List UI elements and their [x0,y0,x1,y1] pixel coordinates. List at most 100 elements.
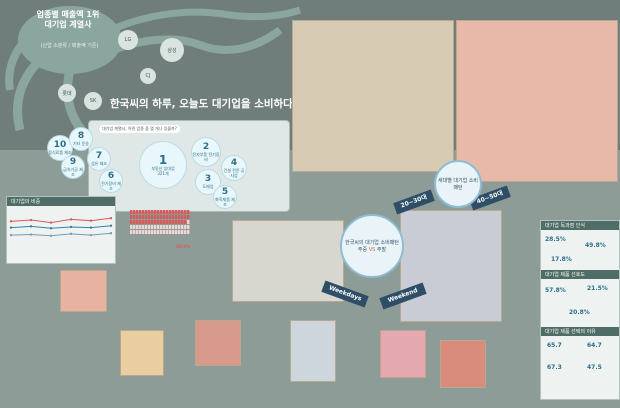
apartment-bottom [290,320,336,382]
waffle-cell [151,230,154,234]
building-mall [400,210,502,322]
waffle-cell [163,220,166,224]
waffle-cell [169,210,172,214]
monopoly-title: 대기업 독과점 인식 [541,221,619,230]
building-center [292,20,454,172]
waffle-cell [181,230,184,234]
waffle-cell [175,225,178,229]
waffle-cell [169,215,172,219]
waffle-cell [145,215,148,219]
waffle-cell [187,230,190,234]
waffle-cell [163,210,166,214]
waffle-cell [148,230,151,234]
waffle-cell [142,225,145,229]
waffle-cell [160,220,163,224]
waffle-cell [172,230,175,234]
waffle-cell [133,230,136,234]
waffle-cell [187,210,190,214]
waffle-cell [139,225,142,229]
waffle-cell [142,220,145,224]
share-line-chart [9,216,113,237]
waffle-cell [184,210,187,214]
series-point-1-1 [29,225,33,228]
waffle-cell [157,225,160,229]
waffle-cell [166,210,169,214]
waffle-cell [157,215,160,219]
waffle-cell [142,230,145,234]
share-chart-panel: 대기업의 비중 [6,196,116,264]
waffle-cell [181,210,184,214]
preference-panel: 57.8% 21.5% 20.8% [545,285,608,316]
waffle-cell [139,230,142,234]
waffle-cell [154,215,157,219]
series-point-2-5 [109,232,113,235]
waffle-cell [160,210,163,214]
shop-right [440,340,486,388]
waffle-cell [169,230,172,234]
waffle-cell [187,225,190,229]
headline: 한국씨의 하루, 오늘도 대기업을 소비하다 [110,98,293,110]
weekend-tag: 주말 [376,247,387,253]
waffle-cell [184,225,187,229]
series-line-0 [10,217,112,224]
waffle-cell [175,230,178,234]
share-chart-title: 대기업의 비중 [7,197,115,206]
waffle-cell [163,215,166,219]
industry-panel: 대기업 계열사, 어떤 업종 중 몇 개나 있을까? [88,120,290,212]
waffle-cell [175,210,178,214]
waffle-cell [178,230,181,234]
series-point-0-4 [89,219,93,222]
waffle-cell [154,220,157,224]
reason-title: 대기업 제품 선택의 이유 [541,327,619,336]
waffle-cell [184,215,187,219]
waffle-cell [139,215,142,219]
waffle-cell [148,225,151,229]
waffle-cell [136,210,139,214]
waffle-cell [151,210,154,214]
series-point-0-2 [49,221,53,224]
waffle-cell [130,215,133,219]
series-point-1-5 [109,224,113,227]
waffle-cell [130,210,133,214]
waffle-cell [139,210,142,214]
waffle-cell [136,225,139,229]
waffle-cell [130,225,133,229]
waffle-cell [178,210,181,214]
page-subtitle: (산업 소분류 / 매출액 기준) [40,43,99,49]
waffle-cell [142,215,145,219]
shop-bottom-left [120,330,164,376]
logo-samsung: 삼성 [160,38,184,62]
series-line-2 [10,232,112,237]
building-right [456,20,618,182]
weekday-tag: 주중 [357,247,368,253]
waffle-cell [136,215,139,219]
logo-sk: SK [84,92,102,110]
waffle-cell [163,230,166,234]
series-point-0-0 [9,220,13,223]
waffle-cell [154,210,157,214]
waffle-cell [160,225,163,229]
waffle-cell [169,220,172,224]
waffle-cell [163,225,166,229]
waffle-cell [139,220,142,224]
waffle-cell [166,225,169,229]
shop-left [60,270,107,312]
waffle-cell [145,230,148,234]
series-point-1-4 [89,226,93,229]
right-stats-column: 대기업 독과점 인식 28.5% 49.8% 17.8% 대기업 제품 선호도 … [540,220,620,400]
series-point-1-3 [69,225,73,229]
waffle-cell [172,220,175,224]
waffle-cell [178,215,181,219]
series-point-0-5 [109,216,113,220]
vs-tag: VS [368,247,376,253]
weekday-weekend-tags: 주중 VS 주말 [358,246,386,253]
waffle-cell [175,215,178,219]
logo-lotte: 롯데 [58,84,76,102]
waffle-cell [175,220,178,224]
